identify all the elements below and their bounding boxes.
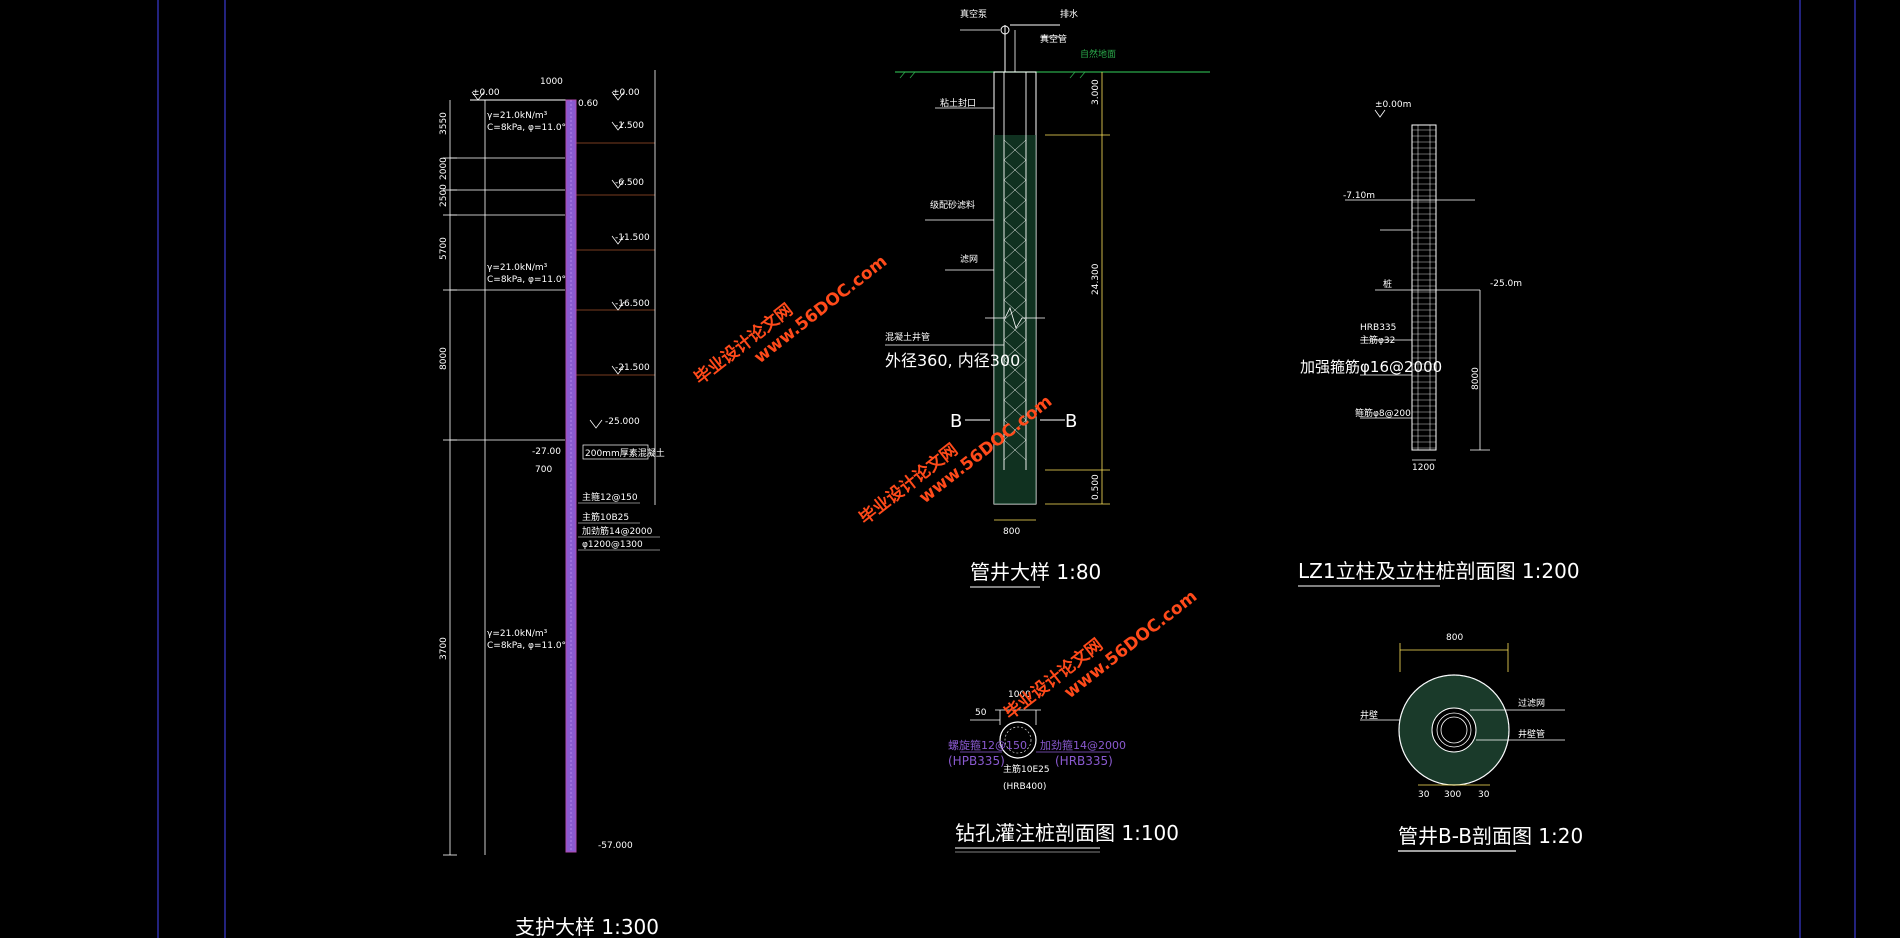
well-section-dim-30b: 30	[1478, 790, 1490, 800]
layer-note-c-2: C=8kPa, φ=11.0°	[487, 275, 566, 285]
well-section-drawing	[1360, 643, 1565, 786]
support-dim-left-5: 8000	[439, 347, 449, 370]
support-elev-25000: -25.000	[605, 417, 640, 427]
pile-label-stiffener: 加劲箍14@2000	[1040, 738, 1126, 752]
pile-label-1000: 1000	[1008, 690, 1031, 700]
pile-section-title: 钻孔灌注桩剖面图 1:100	[955, 821, 1179, 845]
column-label-stiffener: 加强箍筋φ16@2000	[1300, 358, 1442, 376]
well-section-label-pipe: 井壁管	[1518, 728, 1545, 740]
well-section-dim-800: 800	[1446, 633, 1463, 643]
support-dim-left-1: 3550	[439, 112, 449, 135]
column-label-pile: 桩	[1383, 278, 1392, 290]
support-elev-0: ±0.00	[472, 88, 500, 98]
watermark-3: 毕业设计论文网 www.56DOC.com	[1000, 587, 1201, 724]
support-elev-11500: -11.500	[615, 233, 650, 243]
support-dim-left-3: 2500	[439, 184, 449, 207]
support-dim-bottom: 700	[535, 465, 552, 475]
support-note-main-bar: 主筋10B25	[582, 511, 629, 523]
well-label-diameter: 外径360, 内径300	[885, 351, 1020, 370]
support-note-stiffener: 加劲筋14@2000	[582, 525, 653, 537]
layer-note-c-3: C=8kPa, φ=11.0°	[487, 641, 566, 651]
well-section-dim-30a: 30	[1418, 790, 1430, 800]
column-dim-1200: 1200	[1412, 463, 1435, 473]
pile-label-50: 50	[975, 708, 987, 718]
support-elev-27: -27.00	[532, 447, 561, 457]
well-section-mark-right: B	[1065, 411, 1077, 432]
support-dim-top: 1000	[540, 77, 563, 87]
pile-label-hpb335: (HPB335)	[948, 754, 1005, 768]
column-elev-710: -7.10m	[1343, 191, 1375, 201]
well-label-vacuum-tube: 真空管	[1040, 33, 1067, 45]
support-note-stirrup: 主箍12@150	[582, 491, 638, 503]
column-elev-0: ±0.00m	[1375, 100, 1411, 110]
column-label-hrb335: HRB335	[1360, 323, 1396, 333]
drawing-frame	[157, 0, 1856, 938]
well-label-concrete-pipe: 混凝土井管	[885, 331, 930, 343]
layer-note-gamma-2: γ=21.0kN/m³	[487, 263, 548, 273]
well-label-vacuum-pump: 真空泵	[960, 8, 987, 20]
pile-label-spiral: 螺旋箍12@150	[948, 738, 1027, 752]
layer-note-c-1: C=8kPa, φ=11.0°	[487, 123, 566, 133]
support-dim-left-4: 5700	[439, 237, 449, 260]
support-note-concrete: 200mm厚素混凝土	[585, 447, 665, 459]
column-detail-title: LZ1立柱及立柱桩剖面图 1:200	[1298, 559, 1580, 583]
support-elev-57000: -57.000	[598, 841, 633, 851]
watermark-1: 毕业设计论文网 www.56DOC.com	[690, 252, 891, 389]
pile-label-hrb400: (HRB400)	[1003, 782, 1046, 792]
column-label-main-bar: 主筋φ32	[1360, 334, 1395, 346]
well-dim-24300: 24.300	[1091, 263, 1101, 295]
support-elev-6500: -6.500	[615, 178, 644, 188]
support-detail-drawing	[443, 70, 660, 856]
well-label-filter-mesh: 滤网	[960, 253, 978, 265]
layer-note-gamma-1: γ=21.0kN/m³	[487, 111, 548, 121]
well-section-mark-left: B	[950, 411, 962, 432]
well-label-sand-filter: 级配砂滤料	[930, 199, 975, 211]
well-section-label-wall: 井壁	[1360, 709, 1378, 721]
support-note-pile: φ1200@1300	[582, 540, 643, 550]
pile-label-hrb335: (HRB335)	[1055, 754, 1113, 768]
pile-label-main-bar: 主筋10E25	[1003, 763, 1050, 775]
well-label-ground: 自然地面	[1080, 48, 1116, 60]
column-elev-250: -25.0m	[1490, 279, 1522, 289]
well-dim-3000: 3.000	[1091, 79, 1101, 105]
support-elev-1500: -1.500	[615, 121, 644, 131]
well-dim-0500: 0.500	[1091, 474, 1101, 500]
well-detail-drawing	[885, 24, 1210, 521]
column-detail-drawing	[1345, 109, 1490, 461]
well-dim-800: 800	[1003, 527, 1020, 537]
support-dim-left-2: 2000	[439, 157, 449, 180]
well-label-drain: 排水	[1060, 8, 1078, 20]
support-elev-16500: -16.500	[615, 299, 650, 309]
well-section-label-filter: 过滤网	[1518, 697, 1545, 709]
pile-section-drawing	[960, 709, 1110, 759]
well-section-dim-300: 300	[1444, 790, 1461, 800]
column-dim-8000: 8000	[1471, 367, 1481, 390]
support-dim-left-6: 3700	[439, 637, 449, 660]
support-elev-top: ±0.00	[612, 88, 640, 98]
support-detail-title: 支护大样 1:300	[515, 915, 659, 938]
well-label-clay-seal: 粘土封口	[940, 97, 976, 109]
well-detail-title: 管井大样 1:80	[970, 560, 1101, 584]
column-label-stirrup: 箍筋φ8@200	[1355, 407, 1411, 419]
layer-note-gamma-3: γ=21.0kN/m³	[487, 629, 548, 639]
support-elev-060: 0.60	[578, 99, 598, 109]
well-section-title: 管井B-B剖面图 1:20	[1398, 824, 1583, 848]
support-elev-21500: -21.500	[615, 363, 650, 373]
